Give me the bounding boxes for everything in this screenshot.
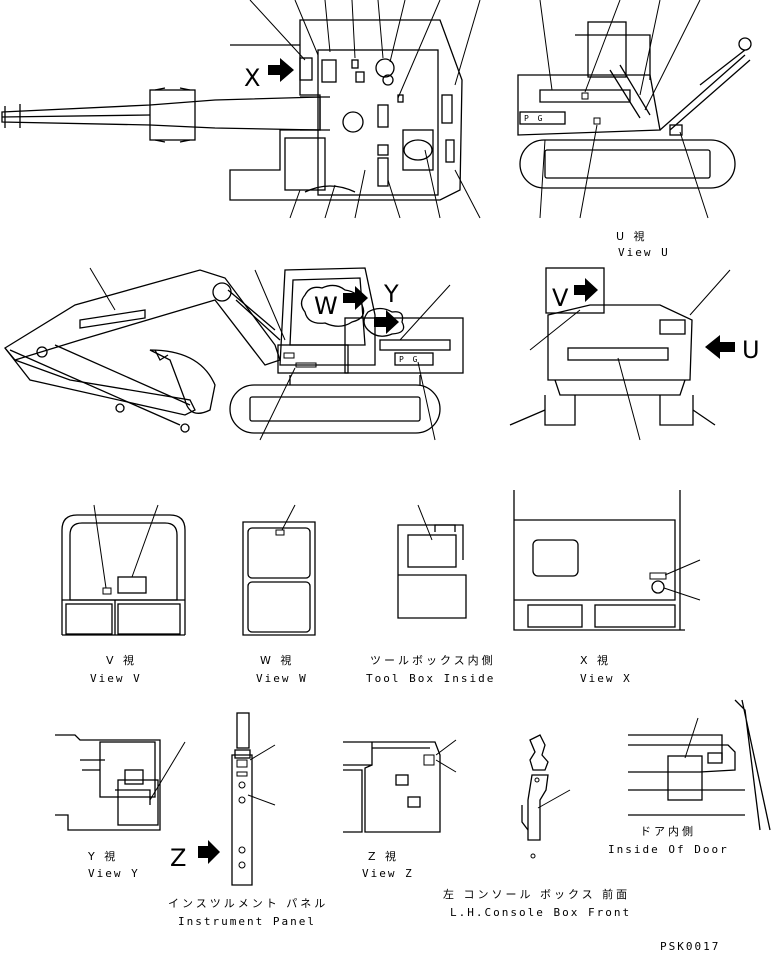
front-view-drawing: V U [509, 267, 760, 441]
view-z-caption-en: View Z [362, 867, 414, 880]
view-z-drawing: Z 視 View Z [343, 739, 457, 880]
y-view-marker: Y [363, 280, 405, 337]
console-box-drawing: 左 コンソール ボックス 前面 L.H.Console Box Front [443, 734, 631, 919]
top-plan-view [1, 0, 481, 219]
arrow-right-icon [268, 58, 294, 82]
instrument-caption-en: Instrument Panel [178, 915, 316, 928]
arrow-right-icon [343, 286, 368, 310]
view-w-caption-jp: W 視 [260, 653, 294, 667]
view-v-drawing: V 視 View V [61, 504, 186, 685]
door-caption-jp: ドア内側 [640, 824, 696, 838]
instrument-caption-jp: インスツルメント パネル [168, 897, 328, 910]
arrow-left-icon [705, 335, 735, 359]
toolbox-caption-en: Tool Box Inside [366, 672, 495, 685]
view-letter-w: W [314, 292, 338, 320]
side-view-drawing: P G [4, 267, 464, 441]
view-v-caption-en: View V [90, 672, 142, 685]
arrow-right-icon [374, 310, 399, 334]
view-u-drawing: P G U 視 View U [517, 0, 752, 259]
door-caption-en: Inside Of Door [608, 843, 729, 856]
view-u-caption-en: View U [618, 246, 670, 259]
view-letter-u: U [742, 336, 760, 364]
view-x-drawing: X 視 View X [513, 490, 701, 685]
console-caption-en: L.H.Console Box Front [450, 906, 631, 919]
view-letter-v: V [552, 284, 569, 312]
view-y-caption-en: View Y [88, 867, 140, 880]
pg-plate-label: P G [524, 114, 544, 123]
view-y-drawing: Y 視 View Y [55, 734, 186, 880]
view-w-drawing: W 視 View W [242, 504, 316, 685]
view-letter-x: X [244, 64, 260, 92]
toolbox-caption-jp: ツールボックス内側 [370, 653, 496, 667]
view-letter-y: Y [383, 280, 399, 308]
view-letter-z: Z [170, 844, 186, 872]
arrow-right-icon [198, 840, 220, 864]
view-x-caption-en: View X [580, 672, 632, 685]
instrument-panel-drawing: Z インスツルメント パネル Instrument Panel [168, 712, 328, 928]
toolbox-drawing: ツールボックス内側 Tool Box Inside [366, 504, 496, 685]
view-z-caption-jp: Z 視 [368, 849, 399, 863]
view-y-caption-jp: Y 視 [87, 849, 118, 863]
door-inside-drawing: ドア内側 Inside Of Door [608, 699, 771, 856]
view-w-caption-en: View W [256, 672, 308, 685]
view-v-caption-jp: V 視 [106, 653, 137, 667]
view-x-caption-jp: X 視 [580, 653, 611, 667]
w-view-marker: W [300, 284, 368, 327]
x-view-marker: X [244, 58, 294, 92]
pg-plate-side: P G [399, 355, 419, 364]
part-code-label: PSK0017 [660, 940, 720, 953]
console-caption-jp: 左 コンソール ボックス 前面 [443, 887, 630, 901]
arrow-right-icon [574, 278, 598, 302]
view-u-caption-jp: U 視 [616, 229, 648, 243]
